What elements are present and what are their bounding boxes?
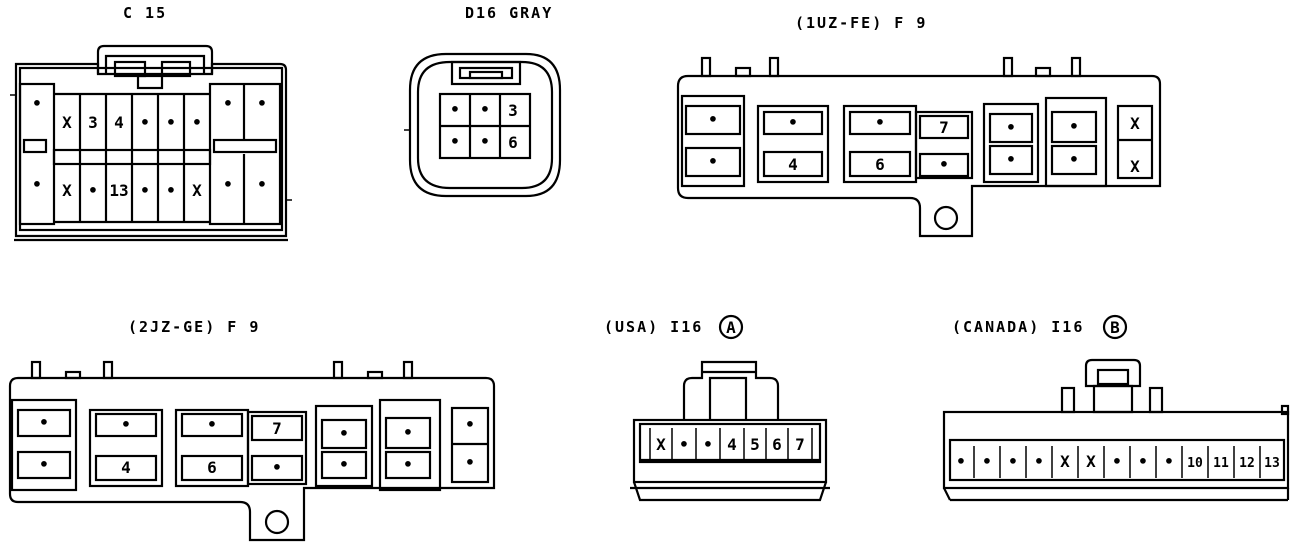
i16-canada-pin-2: • — [982, 452, 992, 471]
f9-1uz-pin-e-bot: • — [1006, 150, 1016, 169]
f9-2jz-pin-g-bot: • — [465, 453, 475, 472]
f9-1uz-pin-e-top: • — [1006, 118, 1016, 137]
f9-2jz-pin-c-bot: 6 — [207, 458, 217, 477]
i16-canada-pin-1: • — [956, 452, 966, 471]
f9-1uz-pin-f-bot: • — [1069, 150, 1079, 169]
f9-2jz-pin-d-bot: • — [272, 458, 282, 477]
i16-canada-pin-7: • — [1112, 452, 1122, 471]
d16-label: D16 GRAY — [465, 4, 553, 22]
d16-pin-2: • — [480, 100, 490, 119]
f9-1uz-pin-f-top: • — [1069, 117, 1079, 136]
i16-canada-pin-12: 12 — [1239, 456, 1255, 471]
f9-2jz-pin-e-bot: • — [339, 455, 349, 474]
i16-canada-pin-6: X — [1086, 452, 1096, 471]
i16-canada-pin-4: • — [1034, 452, 1044, 471]
i16-usa-pin-6: 6 — [772, 435, 782, 454]
c15-pin-r2-3: • — [88, 181, 98, 200]
i16-usa-badge: A — [726, 318, 736, 337]
connector-i16-canada: (CANADA) I16 B • • • • X X • — [942, 314, 1290, 502]
i16-usa-badge-circle — [718, 314, 744, 340]
f9-2jz-pin-f-top: • — [403, 423, 413, 442]
i16-canada-pin-11: 11 — [1213, 456, 1229, 471]
f9-1uz-label: (1UZ-FE) F 9 — [795, 14, 927, 32]
connector-f9-2jz-ge: (2JZ-GE) F 9 • • • 4 • — [8, 318, 496, 542]
f9-1uz-pin-a-top: • — [708, 110, 718, 129]
d16-pin-4: • — [450, 132, 460, 151]
c15-pin-r1-4: 4 — [114, 113, 124, 132]
i16-canada-pin-10: 10 — [1187, 456, 1203, 471]
c15-pin-r1-5: • — [140, 113, 150, 132]
i16-usa-pin-2: • — [679, 435, 689, 454]
i16-usa-pin-3: • — [703, 435, 713, 454]
c15-pin-r2-6: • — [166, 181, 176, 200]
f9-2jz-pin-d-top: 7 — [272, 419, 282, 438]
c15-pin-r1-8: • — [223, 94, 233, 113]
f9-2jz-label: (2JZ-GE) F 9 — [128, 318, 260, 336]
f9-1uz-pin-c-top: • — [875, 113, 885, 132]
i16-usa-pin-4: 4 — [727, 435, 737, 454]
f9-2jz-pin-a-top: • — [39, 413, 49, 432]
i16-canada-badge-circle — [1102, 314, 1128, 340]
c15-pin-r2-5: • — [140, 181, 150, 200]
i16-canada-pin-13: 13 — [1264, 456, 1280, 471]
f9-1uz-pin-g-top: X — [1130, 114, 1140, 133]
f9-2jz-pin-b-bot: 4 — [121, 458, 131, 477]
f9-1uz-pin-d-top: 7 — [939, 118, 949, 137]
f9-1uz-pin-b-top: • — [788, 113, 798, 132]
i16-canada-pin-5: X — [1060, 452, 1070, 471]
c15-pin-r1-9: • — [257, 94, 267, 113]
d16-pin-6: 6 — [508, 133, 518, 152]
i16-usa-pin-1: X — [656, 435, 666, 454]
f9-2jz-pin-a-bot: • — [39, 455, 49, 474]
c15-pin-r1-7: • — [192, 113, 202, 132]
connector-f9-1uz-fe: (1UZ-FE) F 9 • • • 4 — [676, 14, 1162, 238]
i16-canada-pin-3: • — [1008, 452, 1018, 471]
i16-usa-pin-5: 5 — [750, 435, 760, 454]
c15-pin-r2-7: X — [192, 181, 202, 200]
i16-usa-label: (USA) I16 — [604, 318, 703, 336]
f9-1uz-pin-b-bot: 4 — [788, 155, 798, 174]
i16-canada-label: (CANADA) I16 — [952, 318, 1084, 336]
d16-pin-3: 3 — [508, 101, 518, 120]
c15-pin-r2-1: • — [32, 175, 42, 194]
f9-1uz-pin-c-bot: 6 — [875, 155, 885, 174]
d16-pin-5: • — [480, 132, 490, 151]
c15-pin-r2-2: X — [62, 181, 72, 200]
d16-pin-1: • — [450, 100, 460, 119]
c15-pin-r2-4: 13 — [109, 181, 128, 200]
f9-2jz-pin-c-top: • — [207, 415, 217, 434]
f9-2jz-pin-b-top: • — [121, 415, 131, 434]
connector-d16: D16 GRAY • • 3 • • 6 — [404, 4, 562, 198]
f9-1uz-pin-a-bot: • — [708, 152, 718, 171]
c15-pin-r2-9: • — [257, 175, 267, 194]
c15-pin-r1-1: • — [32, 94, 42, 113]
i16-usa-pin-7: 7 — [795, 435, 805, 454]
i16-canada-badge: B — [1110, 318, 1120, 337]
c15-pin-r1-2: X — [62, 113, 72, 132]
connector-i16-usa: (USA) I16 A X • • 4 5 6 7 — [604, 314, 830, 502]
f9-1uz-pin-d-bot: • — [939, 155, 949, 174]
f9-2jz-pin-f-bot: • — [403, 455, 413, 474]
f9-2jz-pin-g-top: • — [465, 415, 475, 434]
c15-pin-r1-6: • — [166, 113, 176, 132]
c15-pin-r1-3: 3 — [88, 113, 98, 132]
i16-canada-pin-8: • — [1138, 452, 1148, 471]
f9-1uz-pin-g-bot: X — [1130, 157, 1140, 176]
c15-pin-r2-8: • — [223, 175, 233, 194]
f9-2jz-pin-e-top: • — [339, 424, 349, 443]
connector-c15: C 15 • X 3 4 • • — [10, 4, 292, 242]
i16-canada-pin-9: • — [1164, 452, 1174, 471]
c15-label: C 15 — [123, 4, 167, 22]
